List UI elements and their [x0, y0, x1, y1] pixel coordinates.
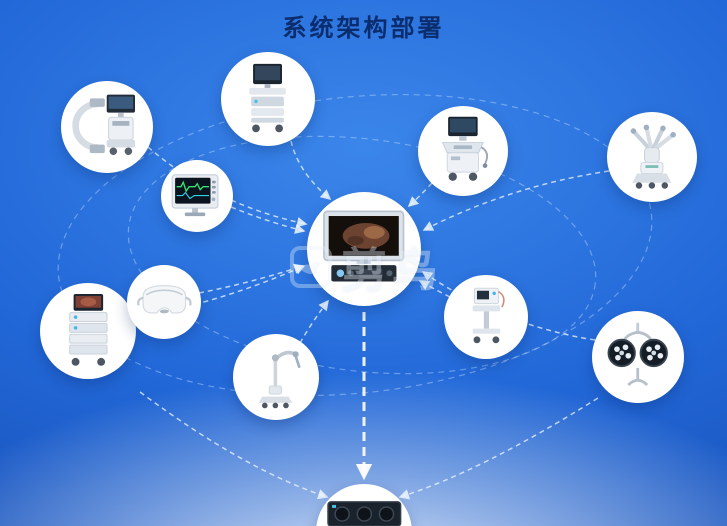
edge-endoscopy-cart-to-hub	[290, 140, 332, 201]
node-central-console	[307, 192, 421, 306]
endoscopy-cart-icon	[249, 64, 287, 133]
orbit-ring-outer	[57, 93, 653, 397]
edge-robot-to-hub	[422, 170, 610, 231]
surgical-arm-stand-icon	[258, 350, 301, 409]
edge-armstand-to-hub	[299, 299, 329, 344]
node-rack-server	[316, 484, 412, 526]
node-patient-monitor	[161, 160, 233, 232]
edge-right-to-server	[398, 397, 599, 500]
edge-monitor-to-hub	[230, 206, 306, 234]
orbit-ring-inner	[127, 135, 597, 375]
page-title: 系统架构部署	[282, 14, 445, 42]
node-vr-headset	[127, 265, 201, 339]
edge-carm-to-hub	[147, 146, 308, 228]
equipment-tower-icon	[68, 293, 108, 366]
node-surgical-robot	[607, 112, 697, 202]
patient-monitor-icon	[172, 174, 219, 217]
edge-vr-to-hub	[198, 263, 305, 294]
node-surgical-arm-stand	[233, 334, 319, 420]
node-c-arm-xray	[61, 81, 153, 173]
node-endoscopy-cart	[221, 52, 315, 146]
surgical-lights-icon	[607, 323, 669, 387]
edge-cart-to-hub	[418, 280, 451, 298]
central-console-icon	[323, 210, 405, 282]
node-surgical-lights	[592, 311, 684, 403]
edge-left-to-server	[139, 391, 329, 500]
rack-server-icon	[326, 501, 402, 526]
medical-cart-icon	[472, 287, 505, 343]
c-arm-xray-icon	[72, 94, 136, 156]
node-medical-cart	[444, 275, 528, 359]
ultrasound-machine-icon	[441, 116, 489, 181]
surgical-robot-icon	[630, 124, 676, 189]
orbit-rings	[57, 93, 653, 397]
edge-ultrasound-to-hub	[407, 182, 433, 208]
node-equipment-tower	[40, 283, 136, 379]
node-ultrasound-machine	[418, 106, 508, 196]
vr-headset-icon	[136, 284, 192, 314]
